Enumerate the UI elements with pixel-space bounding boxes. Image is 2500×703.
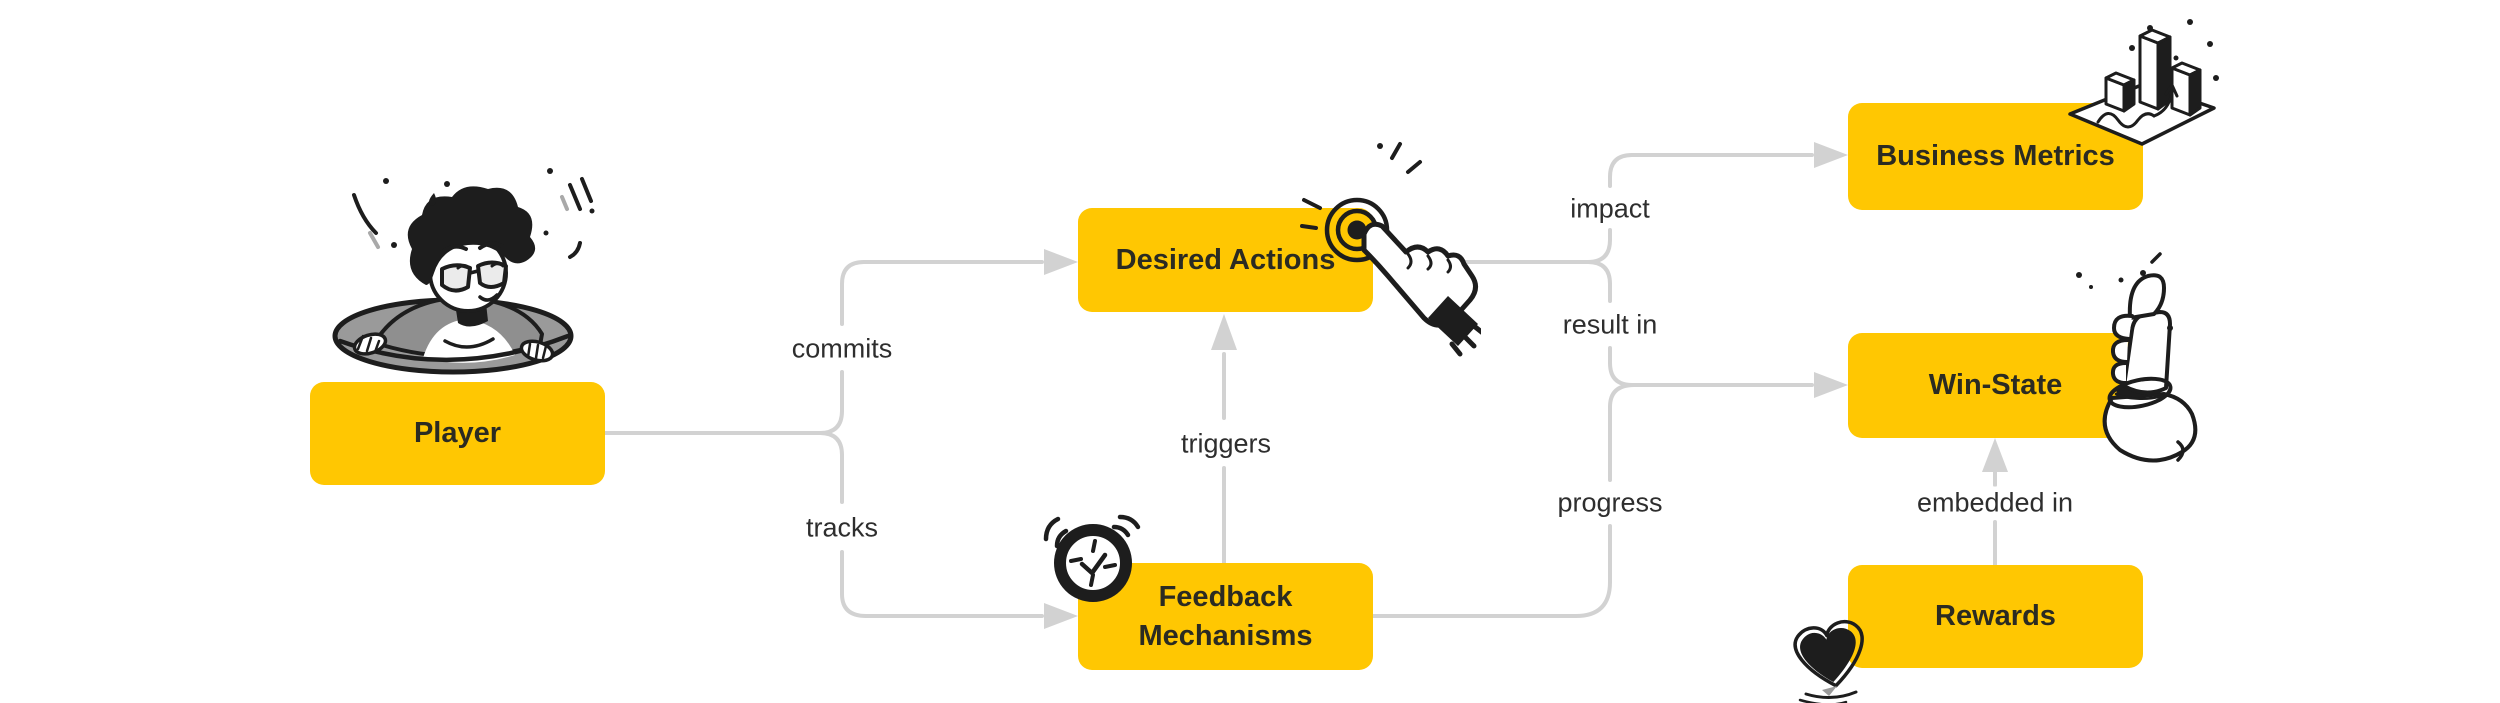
edge-label-commits: commits	[783, 332, 901, 366]
edge-label-result-in: result in	[1554, 308, 1666, 342]
node-player-label: Player	[413, 417, 502, 450]
alarm-clock-icon	[1043, 514, 1141, 602]
node-rewards[interactable]: Rewards	[1848, 565, 2143, 668]
node-rewards-label: Rewards	[1935, 600, 2056, 633]
edge-label-progress: progress	[1549, 486, 1671, 520]
node-win-state[interactable]: Win-State	[1848, 333, 2143, 438]
edge-label-embedded-in: embedded in	[1908, 486, 2082, 520]
node-win-state-label: Win-State	[1928, 369, 2063, 402]
isometric-bar-chart-icon	[2068, 19, 2219, 146]
edge-label-tracks: tracks	[797, 511, 887, 545]
edge-feedback-win-state	[1371, 383, 1636, 618]
node-desired-actions-label: Desired Actions	[1115, 243, 1336, 276]
node-business-metrics-label: Business Metrics	[1876, 140, 2115, 173]
heart-icon	[1793, 620, 1864, 703]
arrowhead-into-feedback-mechanisms	[1044, 603, 1078, 629]
person-peeking-from-hole-icon	[332, 168, 595, 375]
edge-player-feedback-mechanisms	[818, 431, 1044, 618]
arrowhead-into-desired-actions	[1044, 249, 1078, 275]
arrowhead-triggers-up	[1211, 314, 1237, 350]
thumbs-up-icon	[2076, 252, 2198, 463]
edge-label-triggers: triggers	[1172, 427, 1280, 461]
node-player[interactable]: Player	[310, 382, 605, 485]
finger-pressing-button-icon	[1300, 142, 1481, 357]
node-feedback-mechanisms-label: Feedback Mechanisms	[1138, 581, 1313, 652]
arrowhead-embedded-in-up	[1982, 438, 2008, 472]
edge-label-impact: impact	[1562, 192, 1658, 226]
node-desired-actions[interactable]: Desired Actions	[1078, 208, 1373, 312]
arrowhead-into-win-state	[1814, 372, 1848, 398]
arrowhead-into-business-metrics	[1814, 142, 1848, 168]
